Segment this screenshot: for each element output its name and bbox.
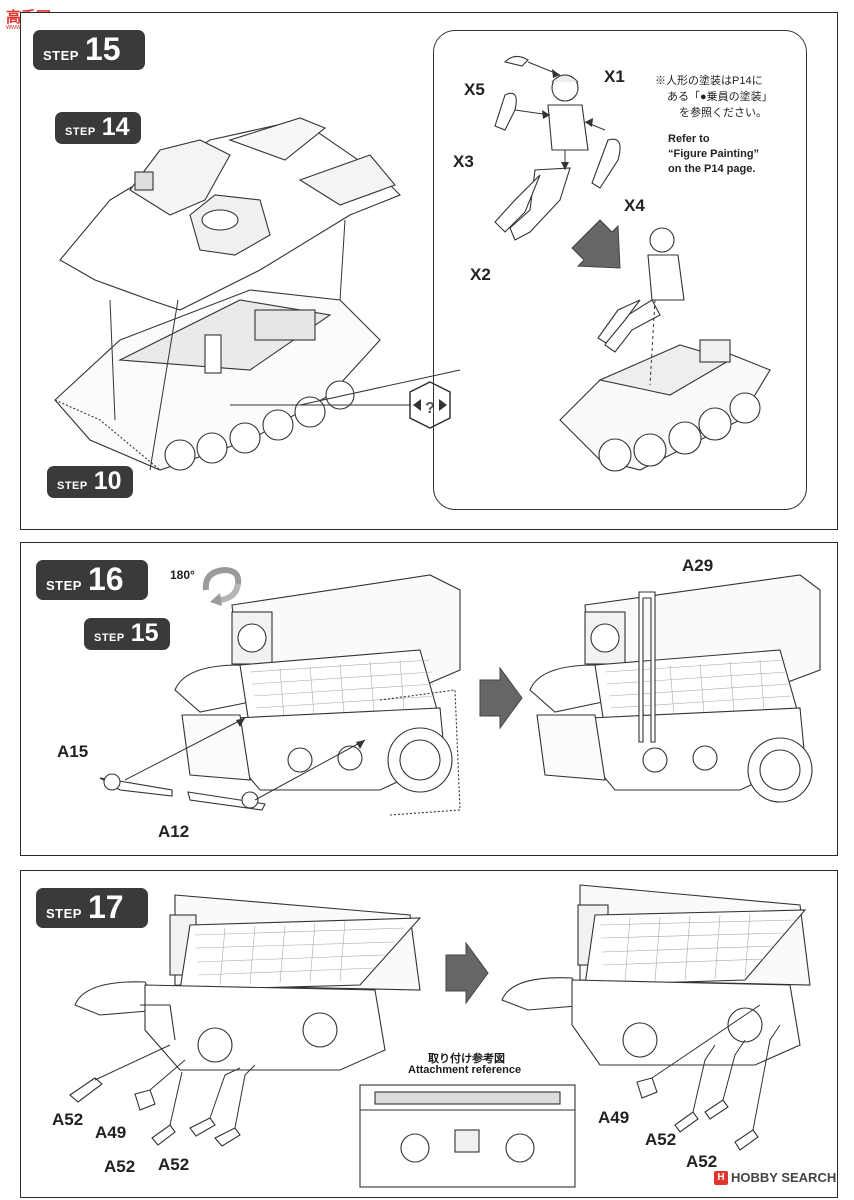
part-label-a52-3: A52 <box>158 1155 190 1174</box>
figure-assembly-drawing <box>494 55 771 472</box>
svg-text:?: ? <box>425 400 435 417</box>
step-number: 17 <box>87 889 124 925</box>
step-word: STEP <box>94 632 125 644</box>
rotation-label: 180° <box>170 568 195 582</box>
step-number: 16 <box>87 561 124 597</box>
step-word: STEP <box>43 48 79 63</box>
step-word: STEP <box>46 906 82 921</box>
part-label-a52-1: A52 <box>52 1110 84 1129</box>
attachment-reference-title-jp: 取り付け参考図 <box>428 1053 505 1065</box>
figure-note-en-line2: “Figure Painting” <box>668 148 760 160</box>
step-15-badge: STEP 15 <box>33 30 145 70</box>
part-label-x1: X1 <box>604 67 625 86</box>
attachment-reference-drawing <box>359 1084 576 1188</box>
step-number: 15 <box>84 31 121 67</box>
step-number: 15 <box>130 619 159 647</box>
reference-hex-icon: ? <box>409 381 451 429</box>
step-16-badge: STEP 16 <box>36 560 148 600</box>
part-label-a15: A15 <box>57 742 89 761</box>
part-label-a52-5: A52 <box>686 1152 718 1171</box>
figure-inset-box <box>433 30 807 510</box>
part-label-a49-right: A49 <box>598 1108 630 1127</box>
attachment-reference-title-en: Attachment reference <box>408 1064 522 1076</box>
hobby-search-mark-icon: H <box>714 1170 728 1185</box>
figure-note-en-line3: on the P14 page. <box>668 163 756 175</box>
hobby-search-logo: H HOBBY SEARCH <box>714 1170 836 1185</box>
step-number: 10 <box>93 467 122 495</box>
step-17-badge: STEP 17 <box>36 888 148 928</box>
sub-step-14-badge: STEP 14 <box>55 112 141 144</box>
figure-note-en-line1: Refer to <box>668 133 710 145</box>
part-label-x2: X2 <box>470 265 491 284</box>
part-label-a52-2: A52 <box>104 1157 136 1176</box>
sub-step-15-badge: STEP 15 <box>84 618 170 650</box>
part-label-x3: X3 <box>453 152 474 171</box>
sub-step-10-badge: STEP 10 <box>47 466 133 498</box>
step-word: STEP <box>57 480 88 492</box>
part-label-x5: X5 <box>464 80 485 99</box>
part-label-a12: A12 <box>158 822 190 841</box>
step-15-hull-drawing: ? <box>54 117 461 471</box>
part-label-a29: A29 <box>682 556 714 575</box>
step-word: STEP <box>65 126 96 138</box>
part-label-a49-left: A49 <box>95 1123 127 1142</box>
part-label-x4: X4 <box>624 196 645 215</box>
rotate-180-icon <box>202 566 242 606</box>
step-number: 14 <box>101 113 130 141</box>
step-word: STEP <box>46 578 82 593</box>
step-16-arrow-icon <box>479 666 523 730</box>
figure-note-jp-line1: ※人形の塗装はP14に <box>655 75 763 87</box>
part-label-a52-4: A52 <box>645 1130 677 1149</box>
assembly-arrow-icon <box>571 219 621 269</box>
step-17-arrow-icon <box>445 941 489 1005</box>
step-16-rear-hull-drawing <box>99 574 821 816</box>
figure-note-jp-line2: ある「●乗員の塗装」 <box>667 91 773 103</box>
figure-note-jp-line3: を参照ください。 <box>679 107 767 119</box>
hobby-search-text: HOBBY SEARCH <box>731 1170 837 1185</box>
